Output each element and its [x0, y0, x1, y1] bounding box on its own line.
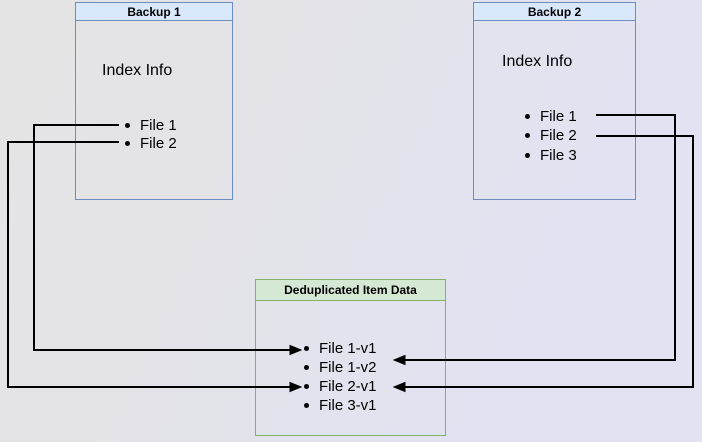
list-item: File 1: [525, 107, 577, 125]
list-item-label: File 1: [540, 107, 577, 125]
bullet-icon: [125, 122, 130, 128]
list-item-label: File 1-v1: [319, 339, 377, 357]
list-item-label: File 1-v2: [319, 358, 377, 376]
list-item: File 3: [525, 146, 577, 164]
list-item-label: File 2: [140, 134, 177, 152]
dedup-title: Deduplicated Item Data: [256, 280, 445, 301]
list-item: File 3-v1: [304, 396, 377, 414]
backup1-subtitle: Index Info: [102, 62, 173, 79]
bullet-icon: [304, 345, 309, 351]
list-item: File 1-v2: [304, 358, 377, 376]
backup2-title: Backup 2: [474, 3, 635, 21]
list-item-label: File 2: [540, 126, 577, 144]
list-item-label: File 1: [140, 116, 177, 134]
bullet-icon: [304, 402, 309, 408]
backup2-subtitle: Index Info: [502, 53, 573, 70]
backup2-box: Backup 2: [473, 2, 636, 200]
list-item-label: File 2-v1: [319, 377, 377, 395]
list-item-label: File 3: [540, 146, 577, 164]
bullet-icon: [525, 132, 530, 138]
list-item: File 2: [125, 134, 177, 152]
backup1-box: Backup 1: [75, 2, 233, 200]
bullet-icon: [525, 113, 530, 119]
bullet-icon: [304, 383, 309, 389]
list-item: File 2: [525, 126, 577, 144]
list-item-label: File 3-v1: [319, 396, 377, 414]
backup1-title: Backup 1: [76, 3, 232, 21]
list-item: File 1-v1: [304, 339, 377, 357]
list-item: File 2-v1: [304, 377, 377, 395]
bullet-icon: [525, 152, 530, 158]
list-item: File 1: [125, 116, 177, 134]
bullet-icon: [304, 364, 309, 370]
bullet-icon: [125, 140, 130, 146]
